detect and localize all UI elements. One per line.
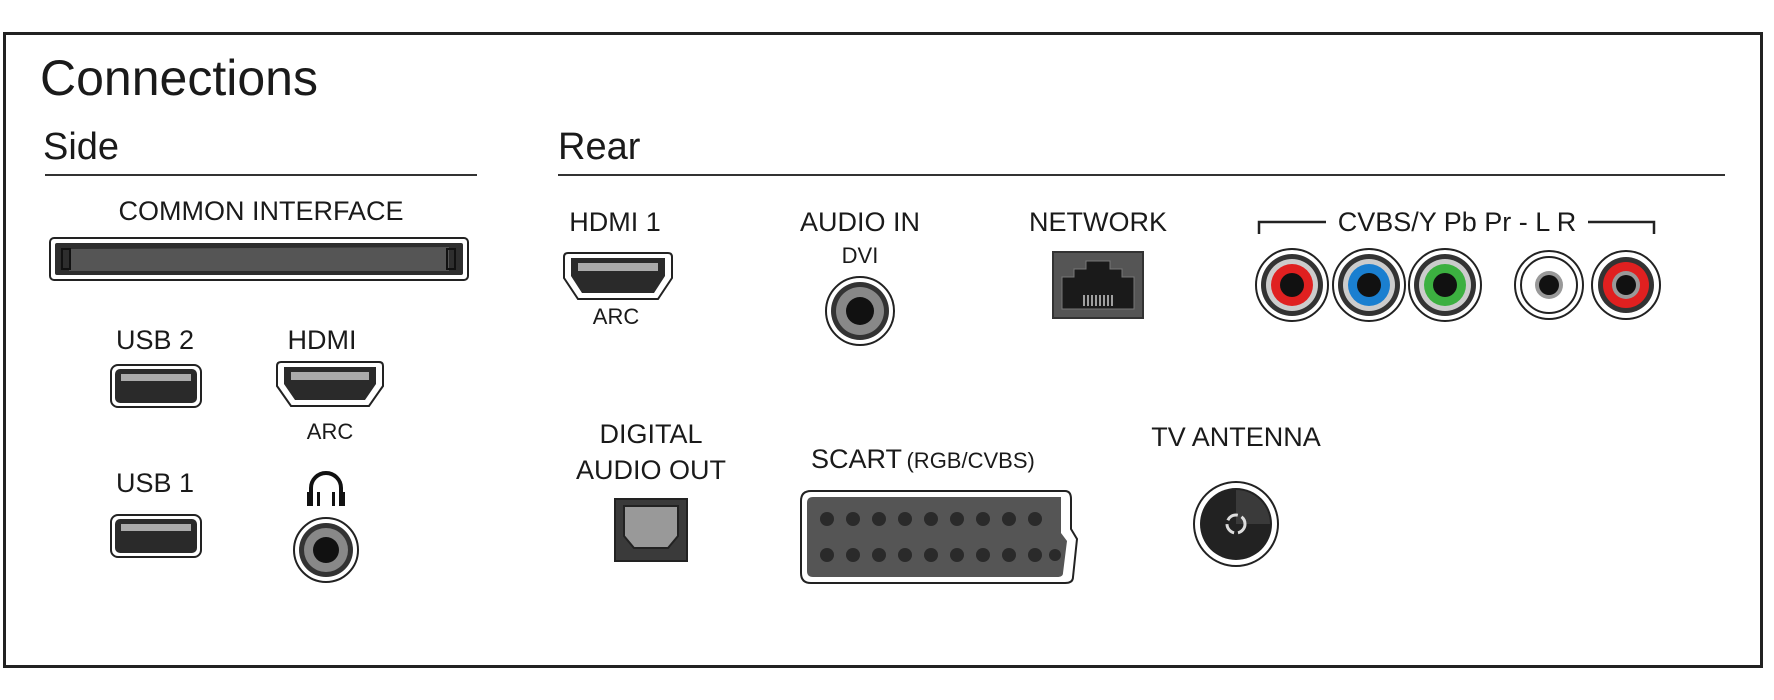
cvbs-bracket (1257, 220, 1656, 234)
rca-jack-pb[interactable] (1332, 248, 1406, 322)
digital-audio-out-label-1: DIGITAL (599, 419, 703, 449)
audio-in-label: AUDIO IN (799, 207, 921, 237)
side-hdmi-port[interactable] (275, 360, 385, 410)
page-title: Connections (40, 50, 318, 106)
usb1-label: USB 1 (115, 468, 195, 498)
hdmi1-arc-label: ARC (592, 304, 640, 329)
scart-sub-label: (RGB/CVBS) (906, 448, 1035, 473)
scart-label-group: SCART (RGB/CVBS) (811, 444, 1035, 474)
scart-label: SCART (811, 444, 903, 474)
hdmi1-port[interactable] (562, 251, 674, 303)
tv-antenna-label: TV ANTENNA (1151, 422, 1321, 452)
rca-jack-audio-l[interactable] (1514, 250, 1584, 320)
network-port[interactable] (1052, 251, 1144, 319)
rca-jacks[interactable] (1250, 245, 1670, 329)
side-hdmi-arc-label: ARC (306, 419, 354, 444)
rear-heading: Rear (558, 126, 641, 168)
headphones-icon (307, 471, 345, 506)
side-divider (45, 174, 477, 176)
common-interface-label: COMMON INTERFACE (118, 196, 404, 226)
digital-audio-out-port[interactable] (614, 498, 688, 562)
audio-in-jack[interactable] (824, 275, 896, 347)
headphone-jack[interactable] (292, 516, 360, 584)
cvbs-label: CVBS/Y Pb Pr - L R (1331, 207, 1583, 237)
tv-antenna-port[interactable] (1192, 480, 1280, 568)
network-label: NETWORK (1029, 207, 1167, 237)
common-interface-slot[interactable] (49, 237, 469, 281)
usb2-port[interactable] (110, 364, 202, 408)
usb2-label: USB 2 (115, 325, 195, 355)
digital-audio-out-label-2: AUDIO OUT (575, 455, 727, 485)
usb1-port[interactable] (110, 514, 202, 558)
rca-jack-pr[interactable] (1408, 248, 1482, 322)
rca-jack-audio-r[interactable] (1591, 250, 1661, 320)
side-heading: Side (43, 126, 120, 168)
connections-panel (3, 32, 1763, 668)
rear-divider (558, 174, 1725, 176)
side-hdmi-label: HDMI (287, 325, 357, 355)
hdmi1-label: HDMI 1 (569, 207, 661, 237)
audio-in-dvi-label: DVI (841, 243, 879, 268)
scart-port[interactable] (797, 489, 1079, 585)
rca-jack-y[interactable] (1255, 248, 1329, 322)
